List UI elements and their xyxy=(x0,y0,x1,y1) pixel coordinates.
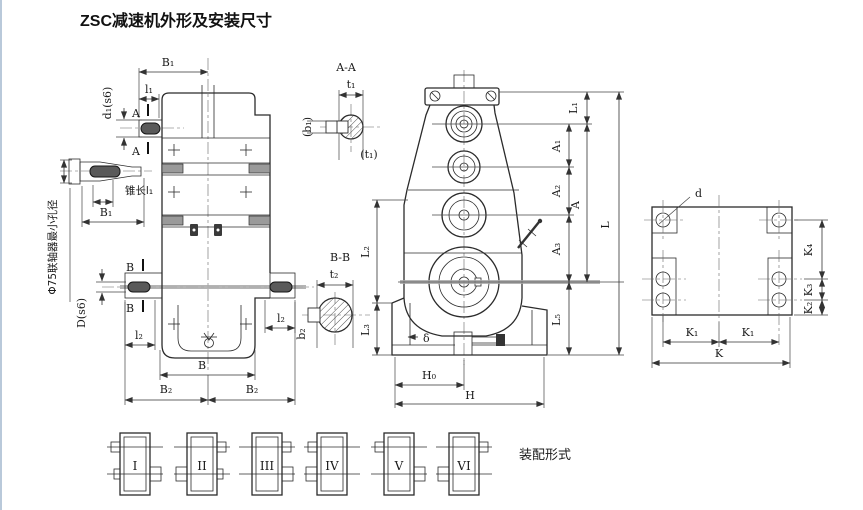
dim-label-A1: A₁ xyxy=(550,140,563,153)
dim-label-l2-right: l₂ xyxy=(277,312,285,325)
section-view-AA: A-A t₁ (b₁) (t₁) xyxy=(301,61,382,161)
dim-label-l1: l₁ xyxy=(145,83,153,96)
dim-label-A3: A₃ xyxy=(550,243,563,256)
front-view-shafts xyxy=(400,105,600,318)
front-view-base xyxy=(391,297,548,356)
shaft-section-BB xyxy=(317,297,353,333)
assembly-form-label: IV xyxy=(325,459,339,473)
side-view-body xyxy=(161,85,271,359)
dim-label-t2: t₂ xyxy=(330,268,339,281)
output-wing-left xyxy=(124,272,163,299)
assembly-form-label: VI xyxy=(456,459,471,473)
dim-label-L: L xyxy=(599,221,612,229)
dim-label-A2: A₂ xyxy=(550,185,563,198)
dim-label-t1-alt: (t₁) xyxy=(360,148,377,161)
dim-label-B1-shaft: B₁ xyxy=(100,206,113,219)
dim-label-d: d xyxy=(695,187,702,200)
section-mark-A-top: A xyxy=(131,107,141,120)
dim-label-K2: K₂ xyxy=(802,302,815,315)
section-mark-A-bottom: A xyxy=(131,145,141,158)
dim-label-delta: δ xyxy=(423,332,430,345)
dim-label-L1: L₁ xyxy=(567,102,580,114)
input-shaft-boss xyxy=(138,119,163,138)
dim-label-D: D(s6) xyxy=(75,298,88,328)
base-plate xyxy=(651,206,793,316)
dim-label-K3: K₃ xyxy=(802,284,815,297)
assembly-form-6: VI xyxy=(436,432,492,496)
output-shaft-end-left xyxy=(127,281,151,293)
dim-label-H0: H₀ xyxy=(422,369,437,382)
assembly-form-1: I xyxy=(107,432,163,496)
assembly-forms: I II III IV xyxy=(107,432,571,496)
dim-label-B2-left: B₂ xyxy=(160,383,173,396)
output-shaft-band xyxy=(120,285,306,289)
side-view: B₁ l₁ d₁(s6) A A 锥长l₁ xyxy=(46,56,314,405)
dim-label-A: A xyxy=(569,200,582,210)
page-title: ZSC减速机外形及安装尺寸 xyxy=(80,13,273,30)
input-shaft-end xyxy=(140,122,161,135)
assembly-form-5: V xyxy=(371,432,427,496)
dim-label-K1-left: K₁ xyxy=(686,326,699,339)
dim-label-H: H xyxy=(465,389,475,402)
dim-label-K: K xyxy=(715,347,724,360)
section-AA-title: A-A xyxy=(335,61,357,74)
keyway-AA xyxy=(335,120,349,134)
dim-label-B: B xyxy=(198,359,206,372)
assembly-caption: 装配形式 xyxy=(519,448,571,463)
section-mark-B-bottom: B xyxy=(126,302,134,315)
section-BB-title: B-B xyxy=(330,251,350,264)
dim-label-d1: d₁(s6) xyxy=(101,87,114,120)
output-shaft-end-right xyxy=(269,281,293,293)
dim-label-B2-right: B₂ xyxy=(246,383,259,396)
dim-label-l2-left: l₂ xyxy=(135,329,143,342)
coupling-bore-note: Φ75联轴器最小孔径 xyxy=(46,199,59,295)
dim-label-b1: (b₁) xyxy=(301,117,314,137)
dim-label-K4: K₄ xyxy=(802,243,815,256)
dim-label-t1: t₁ xyxy=(347,78,356,91)
assembly-form-label: III xyxy=(260,459,274,473)
keyway-BB xyxy=(307,307,321,323)
cone-length-label: 锥长l₁ xyxy=(125,185,153,197)
front-view: L₁ A₁ A₂ A₃ A L₅ L L₂ L₃ δ H₀ H xyxy=(359,70,624,408)
dim-label-L2: L₂ xyxy=(359,246,372,258)
front-view-housing xyxy=(403,74,523,337)
base-view: d K₄ K₃ K₂ K₁ K₁ K xyxy=(642,187,828,368)
section-view-BB: B-B t₂ b₂ xyxy=(295,251,370,348)
center-marks xyxy=(168,144,252,330)
drain-plug-icon xyxy=(201,332,217,348)
dim-label-b2: b₂ xyxy=(295,328,308,339)
dim-label-K1-right: K₁ xyxy=(742,326,755,339)
assembly-form-label: I xyxy=(133,459,138,473)
oil-gauge-icon xyxy=(517,218,543,249)
assembly-form-4: IV xyxy=(304,432,360,496)
assembly-form-3: III xyxy=(239,432,295,496)
drain-plug-side-icon xyxy=(496,334,505,346)
section-mark-B-top: B xyxy=(126,261,134,274)
assembly-form-label: II xyxy=(197,459,207,473)
detail-shaft xyxy=(60,158,152,185)
dim-label-B1-top: B₁ xyxy=(162,56,175,69)
dim-label-L3: L₃ xyxy=(359,324,372,336)
dim-label-L5: L₅ xyxy=(550,314,563,326)
assembly-form-2: II xyxy=(174,432,230,496)
assembly-form-label: V xyxy=(394,459,404,473)
